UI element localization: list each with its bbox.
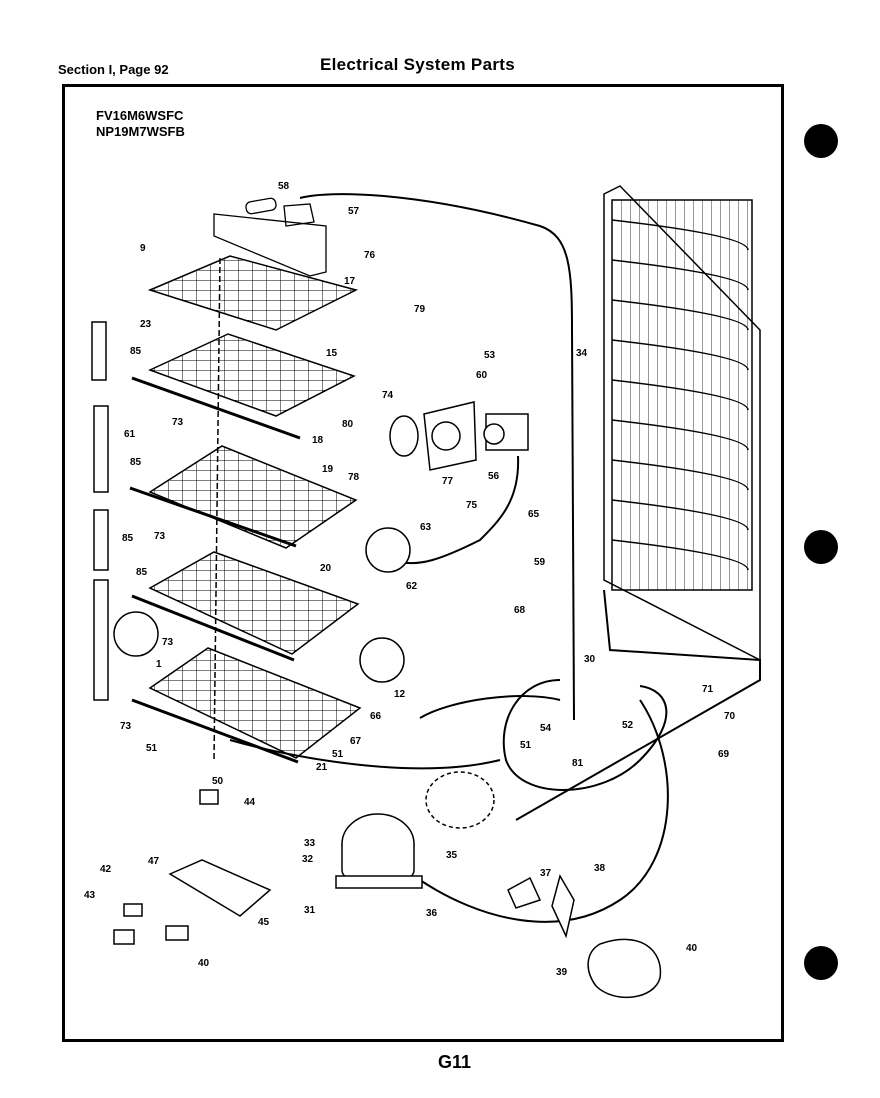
callout-73: 73 (172, 417, 184, 428)
compressor (335, 771, 495, 889)
callout-36: 36 (426, 908, 438, 919)
model-numbers: FV16M6WSFC NP19M7WSFB (96, 108, 185, 140)
callout-38: 38 (594, 863, 606, 874)
callout-31: 31 (304, 905, 316, 916)
condenser-fan (507, 874, 662, 999)
callout-23: 23 (140, 319, 152, 330)
callout-58: 58 (278, 181, 290, 192)
callout-45: 45 (258, 917, 270, 928)
callout-47: 47 (148, 856, 160, 867)
page-code: G11 (438, 1052, 472, 1072)
callout-71: 71 (702, 684, 714, 695)
callout-85: 85 (136, 567, 148, 578)
callout-12: 12 (394, 689, 406, 700)
callout-85: 85 (130, 346, 142, 357)
callout-76: 76 (364, 250, 376, 261)
binder-hole-icon (804, 124, 838, 158)
callout-40: 40 (686, 943, 698, 954)
callout-32: 32 (302, 854, 314, 865)
callout-66: 66 (370, 711, 382, 722)
callout-40: 40 (198, 958, 210, 969)
callout-35: 35 (446, 850, 458, 861)
callout-56: 56 (488, 471, 500, 482)
callout-21: 21 (316, 762, 328, 773)
callout-57: 57 (348, 206, 360, 217)
callout-67: 67 (350, 736, 362, 747)
page-title: Electrical System Parts (320, 55, 515, 74)
callout-68: 68 (514, 605, 526, 616)
callout-50: 50 (212, 776, 224, 787)
callout-30: 30 (584, 654, 596, 665)
callout-labels: 58 57 9 76 17 79 23 85 15 53 34 74 60 61… (84, 181, 736, 978)
callout-81: 81 (572, 758, 584, 769)
callout-39: 39 (556, 967, 568, 978)
evaporator-coil (603, 185, 761, 662)
callout-80: 80 (342, 419, 354, 430)
callout-85: 85 (130, 457, 142, 468)
binder-hole-icon (804, 530, 838, 564)
callout-33: 33 (304, 838, 316, 849)
callout-53: 53 (484, 350, 496, 361)
callout-17: 17 (344, 276, 356, 287)
model-number: NP19M7WSFB (96, 124, 185, 139)
callout-85: 85 (122, 533, 134, 544)
callout-73: 73 (154, 531, 166, 542)
wiring-harness (229, 329, 761, 923)
callout-62: 62 (406, 581, 418, 592)
diagram-frame (62, 84, 784, 1042)
detail-callout-circles (113, 527, 411, 683)
fan-motor-assembly (389, 401, 529, 471)
callout-18: 18 (312, 435, 324, 446)
callout-78: 78 (348, 472, 360, 483)
callout-60: 60 (476, 370, 488, 381)
callout-63: 63 (420, 522, 432, 533)
callout-74: 74 (382, 390, 394, 401)
callout-79: 79 (414, 304, 426, 315)
callout-20: 20 (320, 563, 332, 574)
callout-37: 37 (540, 868, 552, 879)
callout-69: 69 (718, 749, 730, 760)
callout-1: 1 (156, 659, 162, 670)
callout-19: 19 (322, 464, 334, 475)
callout-70: 70 (724, 711, 736, 722)
callout-73: 73 (162, 637, 174, 648)
model-number: FV16M6WSFC (96, 108, 184, 123)
shelf-side-strips (91, 321, 109, 701)
callout-44: 44 (244, 797, 256, 808)
callout-59: 59 (534, 557, 546, 568)
callout-34: 34 (576, 348, 588, 359)
binder-hole-icon (804, 946, 838, 980)
control-board (113, 789, 272, 945)
callout-42: 42 (100, 864, 112, 875)
callout-52: 52 (622, 720, 634, 731)
callout-51: 51 (332, 749, 344, 760)
wire-shelves (129, 255, 362, 764)
callout-75: 75 (466, 500, 478, 511)
callout-54: 54 (540, 723, 552, 734)
light-housing (213, 193, 573, 331)
callout-77: 77 (442, 476, 454, 487)
callout-51: 51 (520, 740, 532, 751)
section-page-label: Section I, Page 92 (58, 62, 169, 77)
callout-43: 43 (84, 890, 96, 901)
callout-15: 15 (326, 348, 338, 359)
callout-65: 65 (528, 509, 540, 520)
callout-73: 73 (120, 721, 132, 732)
callout-9: 9 (140, 243, 146, 254)
callout-51: 51 (146, 743, 158, 754)
callout-61: 61 (124, 429, 136, 440)
